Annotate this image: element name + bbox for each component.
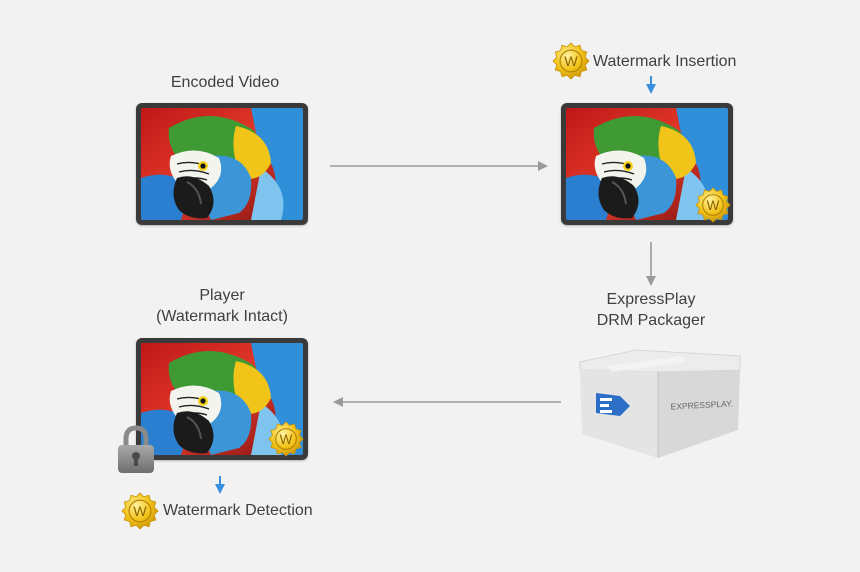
- player-label-line2: (Watermark Intact): [156, 308, 288, 325]
- detection-arrow: [215, 476, 225, 494]
- svg-text:W: W: [133, 504, 147, 520]
- padlock-icon: [118, 425, 154, 473]
- svg-text:W: W: [280, 432, 293, 447]
- watermark-seal-icon: W: [695, 187, 731, 223]
- watermark-insertion-label: Watermark Insertion: [593, 53, 737, 70]
- player-frame: W: [136, 338, 308, 460]
- insertion-arrow: [646, 76, 656, 94]
- parrot-image: [141, 108, 303, 220]
- packager-label-line2: DRM Packager: [596, 312, 706, 329]
- encoded-video-frame: [136, 103, 308, 225]
- packager-label: ExpressPlay DRM Packager: [571, 289, 731, 331]
- svg-text:W: W: [707, 198, 720, 213]
- watermarked-video-frame: W: [561, 103, 733, 225]
- packager-box-text: EXPRESSPLAY.: [670, 398, 733, 411]
- package-box-icon: EXPRESSPLAY.: [579, 349, 741, 458]
- packager-label-line1: ExpressPlay: [606, 291, 696, 308]
- watermark-detection-label: Watermark Detection: [163, 502, 313, 519]
- watermark-seal-icon: W: [268, 421, 304, 457]
- expressplay-logo-icon: [596, 393, 630, 416]
- flow-arrow-down: [646, 242, 656, 286]
- watermark-seal-icon: W: [552, 42, 590, 80]
- svg-text:W: W: [564, 54, 578, 70]
- encoded-video-label: Encoded Video: [170, 74, 280, 91]
- watermark-seal-icon: W: [121, 492, 159, 530]
- flow-arrow-right: [330, 161, 548, 171]
- player-label-line1: Player: [199, 287, 245, 304]
- flow-arrow-left: [333, 397, 561, 407]
- player-label: Player (Watermark Intact): [142, 285, 302, 327]
